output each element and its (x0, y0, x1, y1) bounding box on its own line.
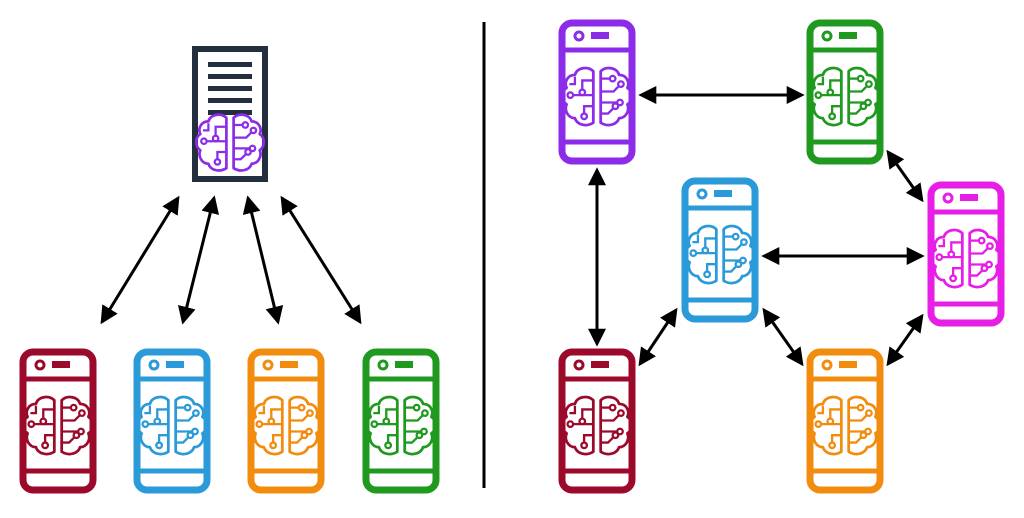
speaker-icon (395, 361, 413, 368)
text-line-icon (208, 98, 252, 103)
bidirectional-arrow-server-c-blue (177, 195, 220, 325)
camera-icon (821, 359, 833, 371)
phone-device-d-orange (806, 348, 884, 494)
camera-icon (262, 359, 274, 371)
bidirectional-arrow-server-c-red (100, 195, 180, 325)
phone-device-d-green (806, 19, 884, 165)
nodes-layer (19, 19, 1005, 494)
speaker-icon (714, 190, 732, 197)
text-line-icon (208, 110, 252, 115)
camera-icon (821, 30, 833, 42)
speaker-icon (591, 361, 609, 368)
bidirectional-arrow-d-magenta-d-orange (886, 313, 924, 367)
phone-device-c-red (19, 348, 97, 494)
speaker-icon (591, 32, 609, 39)
text-line-icon (208, 62, 252, 67)
speaker-icon (166, 361, 184, 368)
speaker-icon (52, 361, 70, 368)
bidirectional-arrow-server-c-green (280, 195, 362, 325)
camera-icon (377, 359, 389, 371)
camera-icon (573, 30, 585, 42)
camera-icon (696, 188, 708, 200)
speaker-icon (839, 32, 857, 39)
camera-icon (942, 192, 954, 204)
phone-device-c-green (362, 348, 440, 494)
bidirectional-arrow-d-blue-d-red (638, 307, 678, 367)
phone-device-c-orange (247, 348, 325, 494)
speaker-icon (839, 361, 857, 368)
phone-device-c-blue (133, 348, 211, 494)
server-document (192, 46, 268, 182)
speaker-icon (960, 194, 978, 201)
text-line-icon (208, 86, 252, 91)
links-layer (100, 86, 925, 367)
phone-device-d-red (558, 348, 636, 494)
bidirectional-arrow-server-c-orange (242, 195, 284, 325)
text-line-icon (208, 74, 252, 79)
speaker-icon (280, 361, 298, 368)
phone-device-d-purple (558, 19, 636, 165)
camera-icon (573, 359, 585, 371)
phone-device-d-blue (681, 177, 759, 323)
camera-icon (148, 359, 160, 371)
bidirectional-arrow-d-green-d-magenta (886, 149, 924, 203)
camera-icon (34, 359, 46, 371)
phone-device-d-magenta (927, 181, 1005, 327)
bidirectional-arrow-d-blue-d-orange (762, 307, 804, 367)
